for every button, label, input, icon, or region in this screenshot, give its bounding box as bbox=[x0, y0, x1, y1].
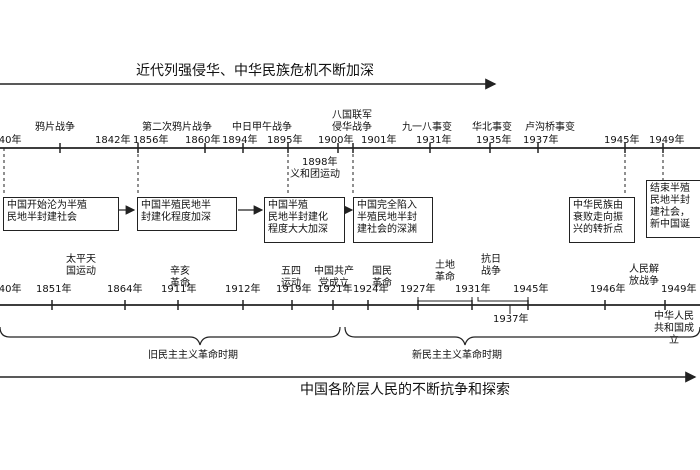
bottom-label-xinhai: 辛亥革命 bbox=[169, 266, 191, 290]
box-3-line-2: 民地半封建化 bbox=[268, 212, 328, 223]
bottom-label-taiping-text: 太平天国运动 bbox=[66, 254, 96, 277]
bottom-year-1931: 1931年 bbox=[455, 284, 491, 295]
top-year-1900: 1900年 bbox=[318, 135, 354, 146]
bottom-title: 中国各阶层人民的不断抗争和探索 bbox=[300, 382, 510, 398]
box-6-line-1: 结束半殖 bbox=[650, 183, 690, 194]
bottom-label-national-revolution-text: 国民革命 bbox=[372, 266, 392, 289]
bottom-year-1851: 1851年 bbox=[36, 284, 72, 295]
bottom-year-1949: 1949年 bbox=[661, 284, 697, 295]
bottom-label-prc-founding-text: 中华人民共和国成立 bbox=[654, 311, 694, 346]
bottom-year-1937: 1937年 bbox=[493, 314, 529, 325]
box-2-line-1: 中国半殖民地半 bbox=[141, 200, 211, 211]
bottom-label-national-revolution: 国民革命 bbox=[371, 266, 393, 290]
bottom-label-taiping: 太平天国运动 bbox=[64, 254, 98, 278]
box-2-line-2: 封建化程度加深 bbox=[141, 212, 211, 223]
bottom-year-1840: 1840年 bbox=[0, 284, 22, 295]
top-year-1842: 1842年 bbox=[95, 135, 131, 146]
box-new-china: 结束半殖 民地半封 建社会， 新中国诞 bbox=[646, 180, 700, 238]
bottom-label-liberation-text: 人民解放战争 bbox=[629, 264, 659, 287]
bottom-year-1911: 1911年 bbox=[161, 284, 197, 295]
top-label-918: 九一八事变 bbox=[402, 122, 452, 133]
bottom-label-land-revolution: 土地革命 bbox=[434, 260, 456, 284]
bottom-label-anti-japanese: 抗日战争 bbox=[480, 254, 502, 278]
box-4-line-1: 中国完全陷入 bbox=[357, 200, 417, 211]
box-6-line-2: 民地半封 bbox=[650, 195, 690, 206]
box-semi-colonial-start: 中国开始沦为半殖 民地半封建社会 bbox=[3, 197, 119, 231]
box-6-line-4: 新中国诞 bbox=[650, 219, 690, 230]
top-label-eight-nation-text: 八国联军侵华战争 bbox=[332, 110, 372, 133]
old-period-label: 旧民主主义革命时期 bbox=[148, 350, 238, 361]
bottom-year-1921: 1921年 bbox=[317, 284, 353, 295]
top-year-1945: 1945年 bbox=[604, 135, 640, 146]
dashed-connectors bbox=[3, 148, 664, 195]
box-deepening: 中国半殖民地半 封建化程度加深 bbox=[137, 197, 237, 231]
top-year-1935: 1935年 bbox=[476, 135, 512, 146]
bottom-label-ccp-text: 中国共产党成立 bbox=[314, 266, 354, 289]
old-period-brace bbox=[0, 326, 341, 346]
bottom-label-prc-founding: 中华人民共和国成立 bbox=[650, 311, 698, 347]
top-year-1937: 1937年 bbox=[523, 135, 559, 146]
top-year-1901: 1901年 bbox=[361, 135, 397, 146]
bottom-year-1919: 1919年 bbox=[276, 284, 312, 295]
box-3-line-3: 程度大大加深 bbox=[268, 224, 328, 235]
top-label-marco-polo: 卢沟桥事变 bbox=[525, 122, 575, 133]
box-1-line-1: 中国开始沦为半殖 bbox=[7, 200, 87, 211]
box-greatly-deepening: 中国半殖 民地半封建化 程度大大加深 bbox=[264, 197, 345, 243]
bottom-year-1864: 1864年 bbox=[107, 284, 143, 295]
bottom-year-1912: 1912年 bbox=[225, 284, 261, 295]
top-year-1856: 1856年 bbox=[133, 135, 169, 146]
top-label-second-opium-war: 第二次鸦片战争 bbox=[142, 122, 212, 133]
box-5-line-3: 兴的转折点 bbox=[573, 224, 623, 235]
box-abyss: 中国完全陷入 半殖民地半封 建社会的深渊 bbox=[353, 197, 433, 243]
top-year-1949: 1949年 bbox=[649, 135, 685, 146]
top-label-opium-war: 鸦片战争 bbox=[35, 122, 75, 133]
box-4-line-2: 半殖民地半封 bbox=[357, 212, 417, 223]
top-label-north-china: 华北事变 bbox=[472, 122, 512, 133]
top-year-1931: 1931年 bbox=[416, 135, 452, 146]
bottom-year-1924: 1924年 bbox=[353, 284, 389, 295]
box-5-line-2: 衰败走向振 bbox=[573, 212, 623, 223]
below-axis-label-boxer: 义和团运动 bbox=[290, 169, 340, 180]
box-1-line-2: 民地半封建社会 bbox=[7, 212, 77, 223]
new-period-label: 新民主主义革命时期 bbox=[412, 350, 502, 361]
bottom-label-may4: 五四运动 bbox=[280, 266, 302, 290]
top-year-1895: 1895年 bbox=[267, 135, 303, 146]
land-revolution-bracket bbox=[417, 297, 473, 302]
bottom-ticks bbox=[51, 300, 666, 310]
box-3-line-1: 中国半殖 bbox=[268, 200, 308, 211]
box-4-line-3: 建社会的深渊 bbox=[357, 224, 417, 235]
bottom-label-ccp: 中国共产党成立 bbox=[312, 266, 356, 290]
below-axis-year-1898: 1898年 bbox=[302, 157, 338, 168]
box-6-line-3: 建社会， bbox=[650, 207, 690, 218]
top-title: 近代列强侵华、中华民族危机不断加深 bbox=[136, 63, 374, 79]
bottom-year-1945: 1945年 bbox=[513, 284, 549, 295]
bottom-year-1946: 1946年 bbox=[590, 284, 626, 295]
top-label-eight-nation: 八国联军侵华战争 bbox=[328, 110, 376, 134]
top-year-1894: 1894年 bbox=[222, 135, 258, 146]
bottom-year-1927: 1927年 bbox=[400, 284, 436, 295]
bottom-label-may4-text: 五四运动 bbox=[281, 266, 301, 289]
bottom-label-xinhai-text: 辛亥革命 bbox=[170, 266, 190, 289]
bottom-label-land-revolution-text: 土地革命 bbox=[435, 260, 455, 283]
new-period-brace bbox=[344, 326, 700, 346]
bottom-label-liberation: 人民解放战争 bbox=[627, 264, 661, 288]
anti-japanese-bracket bbox=[477, 297, 529, 302]
box-turning-point: 中华民族由 衰败走向振 兴的转折点 bbox=[569, 197, 635, 243]
bottom-label-anti-japanese-text: 抗日战争 bbox=[481, 254, 501, 277]
top-year-1860: 1860年 bbox=[185, 135, 221, 146]
top-label-sino-japanese-war: 中日甲午战争 bbox=[232, 122, 292, 133]
top-year-1840: 1840年 bbox=[0, 135, 22, 146]
box-5-line-1: 中华民族由 bbox=[573, 200, 623, 211]
